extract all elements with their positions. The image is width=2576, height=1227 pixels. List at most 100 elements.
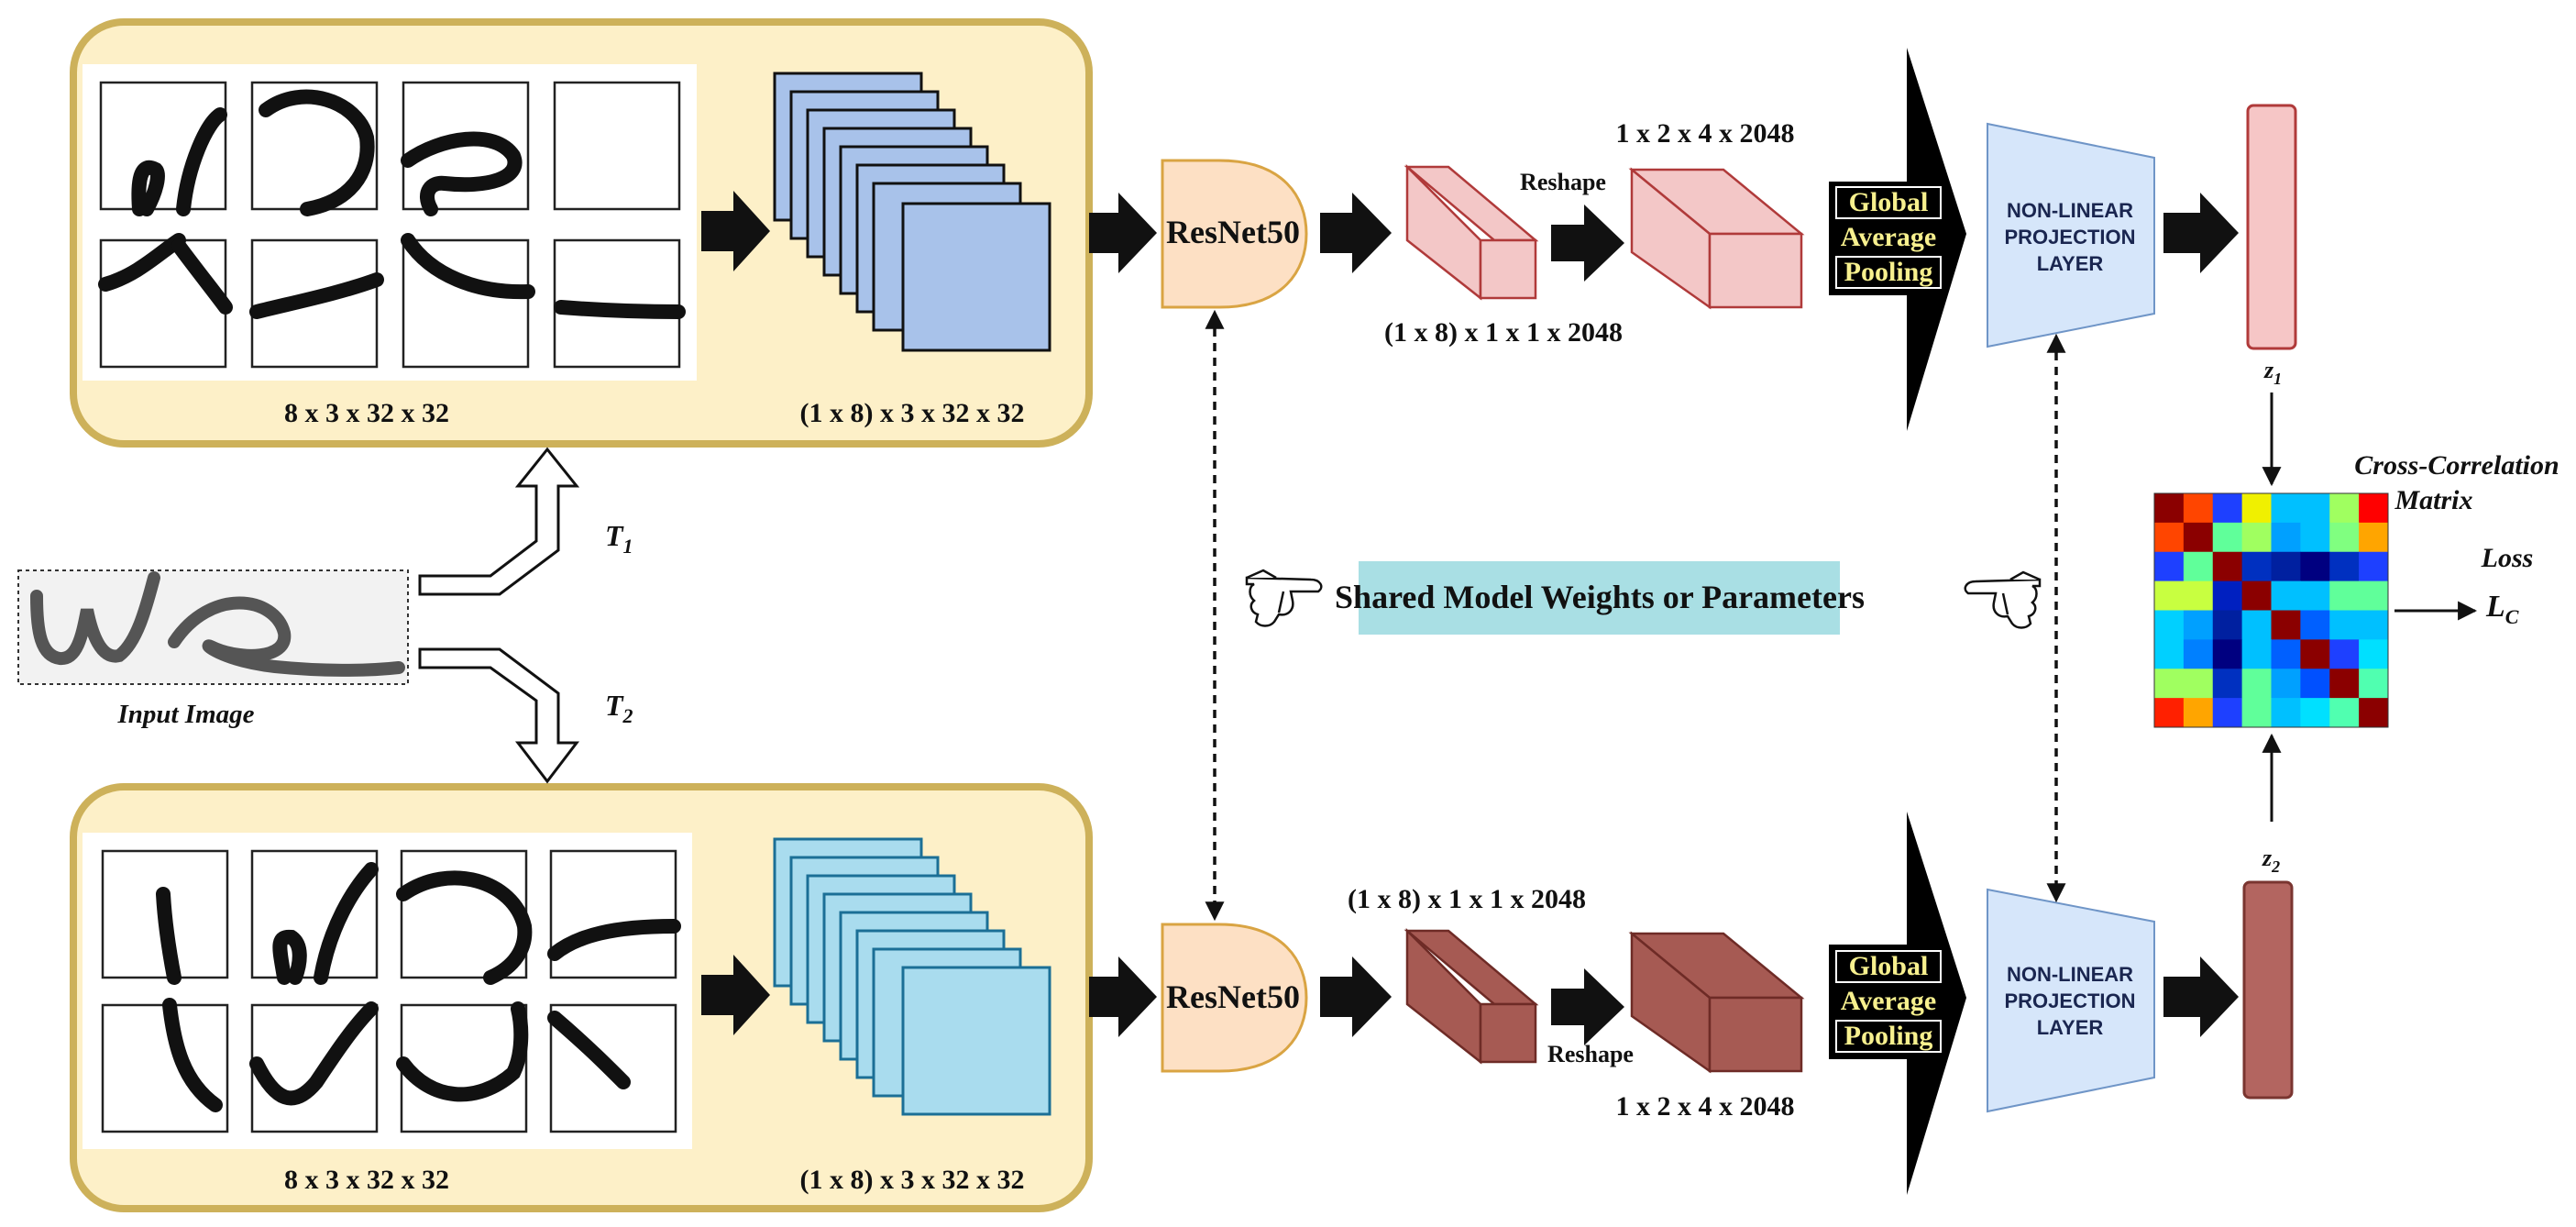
bottom-projection-label-2: PROJECTION: [2004, 989, 2135, 1012]
matrix-cell: [2212, 698, 2243, 728]
top-arrow-to-features: [1320, 193, 1392, 273]
top-stack: [773, 72, 1051, 352]
matrix-cell: [2154, 639, 2185, 669]
matrix-cell: [2300, 493, 2330, 524]
bottom-arrow-to-stack: [701, 955, 770, 1035]
top-projection-label-3: LAYER: [2037, 252, 2104, 275]
bottom-reshape-arrow: [1551, 968, 1624, 1045]
matrix-cell: [2329, 610, 2360, 640]
matrix-cell: [2183, 551, 2214, 582]
matrix-cell: [2183, 610, 2214, 640]
pointing-hand-right-icon: [1245, 569, 1323, 627]
matrix-cell: [2154, 551, 2185, 582]
transform-arrows: [418, 447, 580, 784]
matrix-cell: [2241, 551, 2272, 582]
matrix-cell: [2271, 493, 2301, 524]
top-reshape-arrow: [1551, 204, 1624, 282]
top-embedding-label: z1: [2263, 357, 2282, 388]
bottom-embedding-label: z2: [2262, 845, 2280, 876]
bottom-projection-label-3: LAYER: [2037, 1016, 2104, 1039]
matrix-cell: [2359, 639, 2389, 669]
top-projection-label-1: NON-LINEAR: [2007, 199, 2133, 222]
matrix-cell: [2300, 698, 2330, 728]
matrix-cell: [2271, 639, 2301, 669]
shared-weights-label: Shared Model Weights or Parameters: [1335, 579, 1865, 615]
top-patch-shape-label: 8 x 3 x 32 x 32: [284, 398, 449, 428]
bottom-stack-shape-label: (1 x 8) x 3 x 32 x 32: [800, 1165, 1025, 1195]
matrix-cell: [2154, 669, 2185, 699]
svg-text:Average: Average: [1841, 222, 1936, 252]
matrix-cell: [2212, 639, 2243, 669]
top-resnet-block: [1161, 159, 1308, 309]
top-projection-layer: [1987, 122, 2155, 348]
shared-weights-box: [1359, 561, 1840, 635]
bottom-resnet-block: [1161, 923, 1308, 1073]
matrix-cell: [2183, 580, 2214, 611]
top-projection-label-2: PROJECTION: [2004, 226, 2135, 249]
top-reshaped-cuboid: [1628, 167, 1805, 310]
svg-text:Global: Global: [1849, 187, 1929, 217]
input-image-caption: Input Image: [116, 700, 254, 729]
top-gap-labels: Global Average Pooling: [1835, 186, 1942, 289]
svg-text:Average: Average: [1841, 986, 1936, 1016]
matrix-cell: [2212, 551, 2243, 582]
t2-arrow-icon: [418, 647, 580, 784]
matrix-cell: [2183, 493, 2214, 524]
matrix-cell: [2154, 493, 2185, 524]
bottom-patch-shape-label: 8 x 3 x 32 x 32: [284, 1165, 449, 1195]
matrix-cell: [2271, 551, 2301, 582]
matrix-cell: [2359, 610, 2389, 640]
bottom-panel: 8 x 3 x 32 x 32 (1 x 8) x 3 x 32 x 32: [70, 783, 1093, 1212]
top-panel: 8 x 3 x 32 x 32 (1 x 8) x 3 x 32 x 32: [70, 18, 1093, 448]
matrix-cell: [2300, 551, 2330, 582]
matrix-cell: [2212, 610, 2243, 640]
svg-text:Pooling: Pooling: [1844, 257, 1933, 287]
matrix-cell: [2154, 522, 2185, 553]
bottom-arrow-to-embedding: [2163, 956, 2239, 1037]
matrix-cell: [2300, 669, 2330, 699]
bottom-arrow-to-features: [1320, 956, 1392, 1037]
bottom-arrow-to-resnet: [1089, 956, 1157, 1037]
t1-arrow-icon: [418, 447, 580, 596]
matrix-cell: [2154, 698, 2185, 728]
loss-label: Loss: [2481, 543, 2534, 573]
matrix-cell: [2212, 522, 2243, 553]
loss-symbol: LC: [2485, 590, 2519, 628]
top-arrow-to-embedding: [2163, 193, 2239, 273]
bottom-projection-layer: [1987, 888, 2155, 1113]
matrix-cell: [2359, 669, 2389, 699]
top-feature-shape-label: (1 x 8) x 1 x 1 x 2048: [1384, 317, 1623, 348]
matrix-cell: [2300, 522, 2330, 553]
bottom-projection-label-1: NON-LINEAR: [2007, 963, 2133, 986]
matrix-cell: [2329, 639, 2360, 669]
bottom-stack: [773, 837, 1051, 1116]
bottom-gap-labels: Global Average Pooling: [1835, 950, 1942, 1053]
matrix-cell: [2241, 669, 2272, 699]
input-image: Input Image: [17, 569, 409, 729]
matrix-cell: [2359, 698, 2389, 728]
svg-text:Global: Global: [1849, 951, 1929, 981]
matrix-cell: [2271, 698, 2301, 728]
top-arrow-to-stack: [701, 191, 770, 271]
matrix-cell: [2359, 551, 2389, 582]
bottom-reshape-label: Reshape: [1547, 1041, 1634, 1067]
matrix-cell: [2183, 669, 2214, 699]
matrix-cell: [2241, 698, 2272, 728]
t2-label: T2: [605, 689, 633, 727]
matrix-cell: [2271, 669, 2301, 699]
matrix-cell: [2154, 580, 2185, 611]
matrix-cell: [2271, 522, 2301, 553]
matrix-cell: [2300, 610, 2330, 640]
matrix-cell: [2329, 698, 2360, 728]
top-embedding-bar: [2246, 104, 2297, 350]
matrix-cell: [2359, 493, 2389, 524]
top-gap-arrow: [1829, 48, 1966, 431]
bottom-gap-arrow: [1829, 812, 1966, 1195]
bottom-patch-strokes: [156, 862, 681, 1112]
top-reshape-label: Reshape: [1520, 169, 1606, 195]
cross-correlation-matrix: [2154, 493, 2389, 728]
matrix-cell: [2241, 639, 2272, 669]
bottom-reshaped-cuboid: [1628, 931, 1805, 1074]
matrix-cell: [2183, 639, 2214, 669]
matrix-cell: [2241, 522, 2272, 553]
